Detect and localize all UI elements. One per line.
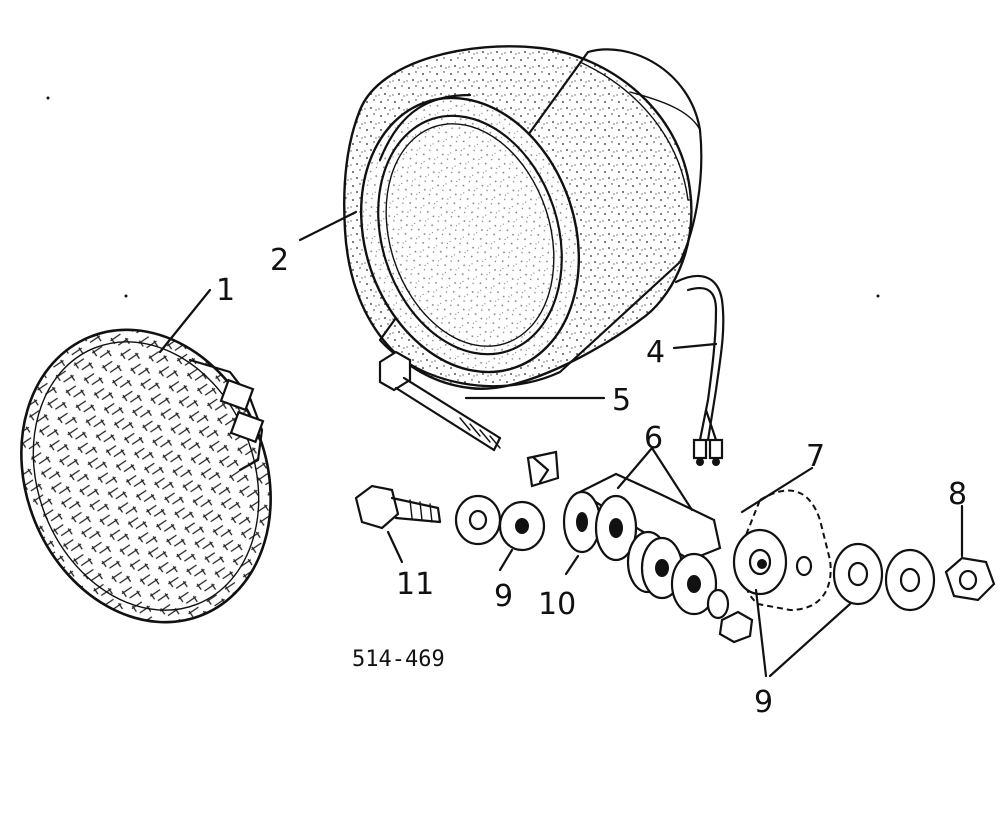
- callout-9-right: 9: [754, 685, 773, 720]
- mounting-plate: [732, 489, 832, 612]
- callout-10: 10: [538, 587, 576, 622]
- callout-1: 1: [216, 273, 235, 308]
- leader-lines: [158, 210, 964, 678]
- mounting-bracket: [562, 472, 754, 644]
- clip-nut: [526, 450, 560, 488]
- washers-left: [454, 494, 546, 552]
- sealed-beam-lamp: [20, 328, 272, 624]
- callout-6: 6: [644, 421, 663, 456]
- callout-7: 7: [806, 439, 825, 474]
- short-bolt: [354, 484, 442, 530]
- wiring-harness: [674, 274, 725, 466]
- callout-5: 5: [612, 383, 631, 418]
- long-bolt: [378, 350, 502, 452]
- callout-11: 11: [396, 567, 434, 602]
- callout-2: 2: [270, 243, 289, 278]
- figure-number: 514-469: [352, 647, 445, 672]
- washers-right: [832, 542, 936, 612]
- hex-nut: [944, 556, 996, 602]
- callout-4: 4: [646, 335, 665, 370]
- headlamp-housing: [343, 45, 703, 390]
- callout-8: 8: [948, 477, 967, 512]
- callout-9-left: 9: [494, 579, 513, 614]
